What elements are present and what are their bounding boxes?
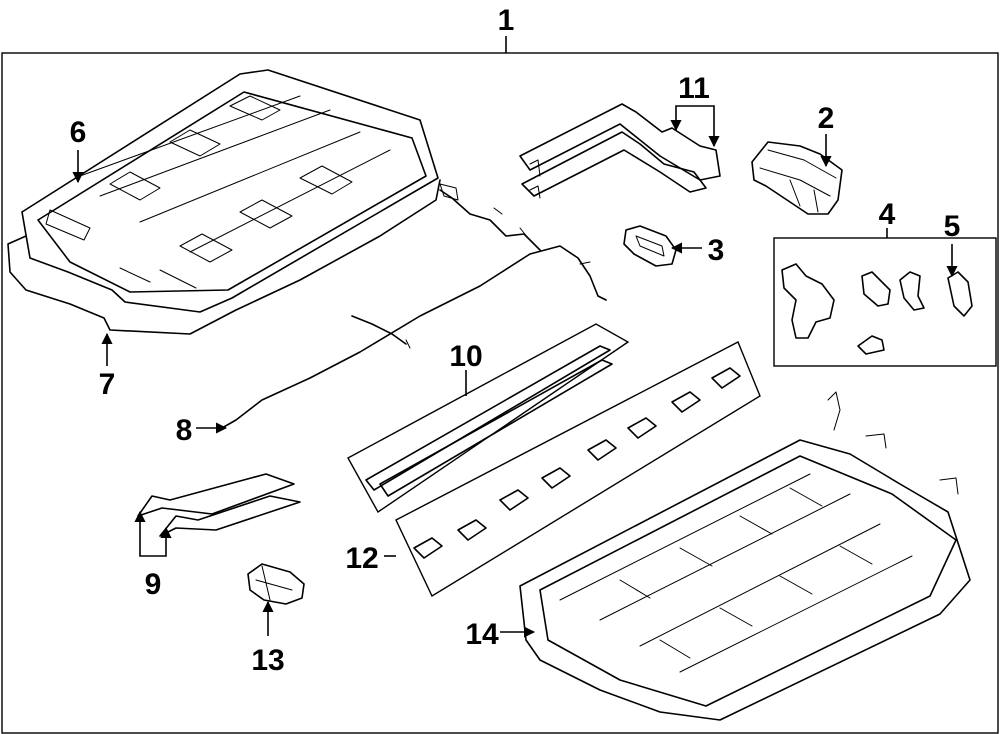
- part-4-group-box: [773, 237, 997, 367]
- part-3-bracket: [623, 225, 677, 267]
- part-7-cover-harness: [7, 179, 441, 335]
- part-13-connector: [247, 563, 305, 605]
- callout-9: 9: [145, 568, 162, 601]
- part-8-wiring-harness: [221, 183, 607, 429]
- callout-5: 5: [944, 210, 961, 243]
- callout-11: 11: [678, 72, 710, 105]
- callout-6: 6: [70, 116, 87, 149]
- callout-12: 12: [345, 542, 378, 575]
- assembly-frame: [1, 52, 999, 734]
- callout-1: 1: [498, 4, 515, 37]
- leader-9: [134, 510, 172, 557]
- part-10-rods: [365, 345, 613, 497]
- leader-11: [670, 105, 720, 148]
- callout-2: 2: [818, 102, 835, 135]
- part-4-components: [781, 263, 925, 355]
- part-5-clip: [947, 271, 973, 317]
- callout-8: 8: [176, 414, 193, 447]
- callout-14: 14: [465, 618, 499, 651]
- part-6-upper-cover: [21, 69, 439, 313]
- callout-3: 3: [708, 234, 725, 267]
- callout-7: 7: [99, 368, 116, 401]
- part-14-lower-tray: [519, 391, 971, 721]
- part-11-brackets: [519, 103, 721, 199]
- part-9-brackets: [137, 473, 301, 537]
- part-2-connector: [751, 141, 843, 215]
- part-10-group-box: [347, 323, 630, 514]
- callout-4: 4: [879, 198, 896, 231]
- part-12-clips: [413, 367, 741, 559]
- callout-13: 13: [251, 644, 284, 677]
- part-12-group-box: [395, 341, 761, 598]
- callout-10: 10: [449, 340, 482, 373]
